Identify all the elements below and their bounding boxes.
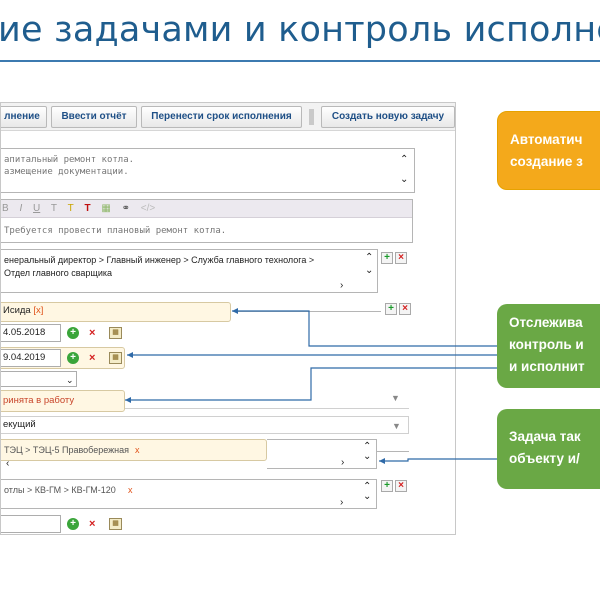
task-kind-value: екущий — [3, 419, 36, 430]
object-scroll-area[interactable]: ⌃ ⌄ › — [267, 439, 377, 469]
arrowhead-object — [379, 458, 385, 464]
title-rule — [0, 60, 600, 62]
equipment-path: отлы > КВ-ГМ > КВ-ГМ-120 — [4, 485, 116, 495]
connector-status — [125, 367, 497, 401]
arrowhead-status — [125, 397, 131, 403]
clear-format-icon[interactable]: T — [84, 203, 91, 214]
status-value: ринята в работу — [3, 395, 75, 406]
route-remove-icon[interactable]: × — [395, 252, 407, 264]
bottom-confirm-icon[interactable]: + — [67, 518, 79, 530]
start-date-confirm-icon[interactable]: + — [67, 327, 79, 339]
callout-track-line-2: контроль и — [509, 337, 584, 352]
object-underline — [377, 451, 409, 452]
object-scroll-left-icon[interactable]: ‹ — [6, 458, 10, 469]
action-toolbar: лнение Ввести отчёт Перенести срок испол… — [1, 103, 455, 131]
task-form-screenshot: лнение Ввести отчёт Перенести срок испол… — [0, 102, 456, 535]
editor-content: Требуется провести плановый ремонт котла… — [4, 226, 227, 236]
link-icon[interactable]: ⚭ — [121, 203, 130, 214]
equipment-scroll-right-icon[interactable]: › — [340, 497, 344, 508]
route-add-icon[interactable]: + — [381, 252, 393, 264]
task-kind-select[interactable]: екущий ▼ — [1, 416, 409, 434]
callout-auto-create: Автоматич создание з — [497, 111, 600, 190]
callout-auto-line-2: создание з — [510, 154, 583, 169]
priority-select[interactable]: ⌄ — [1, 371, 77, 387]
route-field[interactable]: енеральный директор > Главный инженер > … — [1, 249, 378, 293]
slide-title: ие задачами и контроль исполне — [0, 10, 600, 50]
object-field[interactable]: ТЭЦ > ТЭЦ-5 Правобережная x — [1, 439, 267, 461]
equipment-remove-icon[interactable]: × — [395, 480, 407, 492]
due-calendar-icon[interactable]: ▦ — [109, 352, 122, 364]
execution-button[interactable]: лнение — [1, 106, 47, 128]
callout-track-line-3: и исполнит — [509, 359, 585, 374]
executor-remove[interactable]: [x] — [33, 305, 44, 316]
route-scroll-right-icon[interactable]: › — [340, 280, 344, 291]
executor-add-icon[interactable]: + — [385, 303, 397, 315]
start-date-clear-icon[interactable]: × — [89, 327, 96, 339]
toolbar-separator — [309, 109, 314, 125]
route-line-1: енеральный директор > Главный инженер > … — [4, 255, 315, 265]
text-color-icon[interactable]: T — [67, 203, 74, 214]
executor-field[interactable]: Исида [x] — [1, 302, 231, 322]
callout-tracking: Отслежива контроль и и исполнит — [497, 304, 600, 388]
priority-dropdown-icon[interactable]: ⌄ — [66, 375, 74, 385]
rich-text-editor[interactable]: B I U T T T ▦ ⚭ </> Требуется провести п… — [1, 199, 413, 243]
route-line-2: Отдел главного сварщика — [4, 268, 112, 278]
equipment-scroll-up-icon[interactable]: ⌃ — [363, 481, 372, 492]
enter-report-button[interactable]: Ввести отчёт — [51, 106, 137, 128]
due-date-confirm-icon[interactable]: + — [67, 352, 79, 364]
italic-icon[interactable]: I — [19, 203, 23, 214]
equipment-scroll-down-icon[interactable]: ⌄ — [363, 491, 372, 502]
status-underline — [125, 408, 409, 409]
create-task-button[interactable]: Создать новую задачу — [321, 106, 455, 128]
scroll-down-icon[interactable]: ⌄ — [400, 174, 409, 185]
status-dropdown-icon[interactable]: ▼ — [391, 393, 400, 403]
connector-object — [379, 458, 497, 462]
bottom-calendar-icon[interactable]: ▦ — [109, 518, 122, 530]
task-line-2: азмещение документации. — [4, 167, 129, 177]
executor-name: Исида — [3, 305, 31, 316]
bottom-clear-icon[interactable]: × — [89, 518, 96, 530]
source-icon[interactable]: </> — [140, 203, 156, 214]
callout-bind-line-2: объекту и/ — [509, 451, 580, 466]
task-description-textarea[interactable]: апитальный ремонт котла. азмещение докум… — [1, 148, 415, 193]
route-scroll-down-icon[interactable]: ⌄ — [365, 265, 374, 276]
object-remove[interactable]: x — [135, 445, 140, 455]
equipment-add-icon[interactable]: + — [381, 480, 393, 492]
image-icon[interactable]: ▦ — [101, 203, 111, 214]
postpone-deadline-button[interactable]: Перенести срок исполнения — [141, 106, 302, 128]
callout-track-line-1: Отслежива — [509, 315, 583, 330]
equipment-remove[interactable]: x — [128, 485, 133, 495]
scroll-up-icon[interactable]: ⌃ — [400, 154, 409, 165]
bottom-date-input[interactable] — [1, 515, 61, 533]
due-date-input[interactable]: 9.04.2019 — [1, 349, 61, 367]
due-date-clear-icon[interactable]: × — [89, 352, 96, 364]
equipment-field[interactable]: отлы > КВ-ГМ > КВ-ГМ-120 x ⌃ ⌄ › — [1, 479, 377, 509]
arrowhead-due-date — [127, 352, 133, 358]
start-calendar-icon[interactable]: ▦ — [109, 327, 122, 339]
connector-executor — [232, 310, 497, 347]
start-date-input[interactable]: 4.05.2018 — [1, 324, 61, 342]
callout-bind-line-1: Задача так — [509, 429, 581, 444]
status-field[interactable]: ринята в работу — [1, 390, 125, 412]
underline-icon[interactable]: U — [33, 203, 41, 214]
editor-toolbar: B I U T T T ▦ ⚭ </> — [1, 200, 412, 218]
object-path: ТЭЦ > ТЭЦ-5 Правобережная — [4, 445, 130, 455]
bold-icon[interactable]: B — [2, 203, 9, 214]
callout-auto-line-1: Автоматич — [510, 132, 583, 147]
route-scroll-up-icon[interactable]: ⌃ — [365, 252, 374, 263]
text-size-icon[interactable]: T — [50, 203, 57, 214]
callout-binding: Задача так объекту и/ — [497, 409, 600, 489]
object-scroll-down-icon[interactable]: ⌄ — [363, 451, 372, 462]
arrowhead-executor — [232, 308, 238, 314]
object-scroll-up-icon[interactable]: ⌃ — [363, 441, 372, 452]
kind-dropdown-icon[interactable]: ▼ — [392, 421, 401, 431]
task-line-1: апитальный ремонт котла. — [4, 155, 135, 165]
executor-remove-icon[interactable]: × — [399, 303, 411, 315]
object-scroll-right-icon[interactable]: › — [341, 457, 345, 468]
